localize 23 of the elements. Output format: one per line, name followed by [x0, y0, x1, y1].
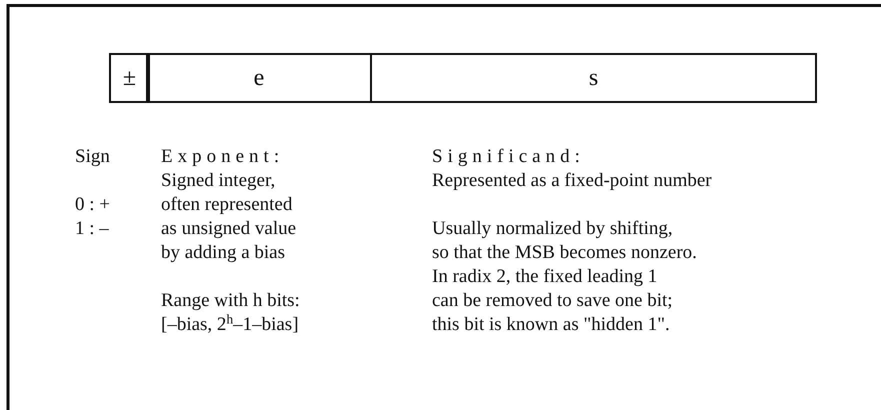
description-text: [–bias, 2$^{h}$–1–bias] — [161, 313, 299, 337]
description-text: this bit is known as "hidden 1". — [432, 313, 670, 337]
description-text: 1 : – — [75, 217, 109, 241]
bit-field-cell — [146, 53, 372, 103]
cell-label: e — [254, 66, 264, 90]
description-text: In radix 2, the fixed leading 1 — [432, 265, 658, 289]
field-heading: Exponent: — [161, 145, 284, 169]
field-heading: Sign — [75, 145, 110, 169]
description-text: by adding a bias — [161, 241, 286, 265]
description-text: often represented — [161, 193, 292, 217]
description-text: Signed integer, — [161, 169, 276, 193]
field-heading: Significand: — [432, 145, 585, 169]
description-text: 0 : + — [75, 193, 110, 217]
bit-field-cell — [109, 53, 150, 103]
cell-label: ± — [122, 66, 136, 90]
description-text: Range with h bits: — [161, 289, 300, 313]
description-text: so that the MSB becomes nonzero. — [432, 241, 697, 265]
description-text: can be removed to save one bit; — [432, 289, 673, 313]
description-text: as unsigned value — [161, 217, 296, 241]
bit-field-cell — [370, 53, 817, 103]
cell-label: s — [588, 66, 598, 90]
description-text: Usually normalized by shifting, — [432, 217, 673, 241]
description-text: Represented as a fixed-point number — [432, 169, 712, 193]
